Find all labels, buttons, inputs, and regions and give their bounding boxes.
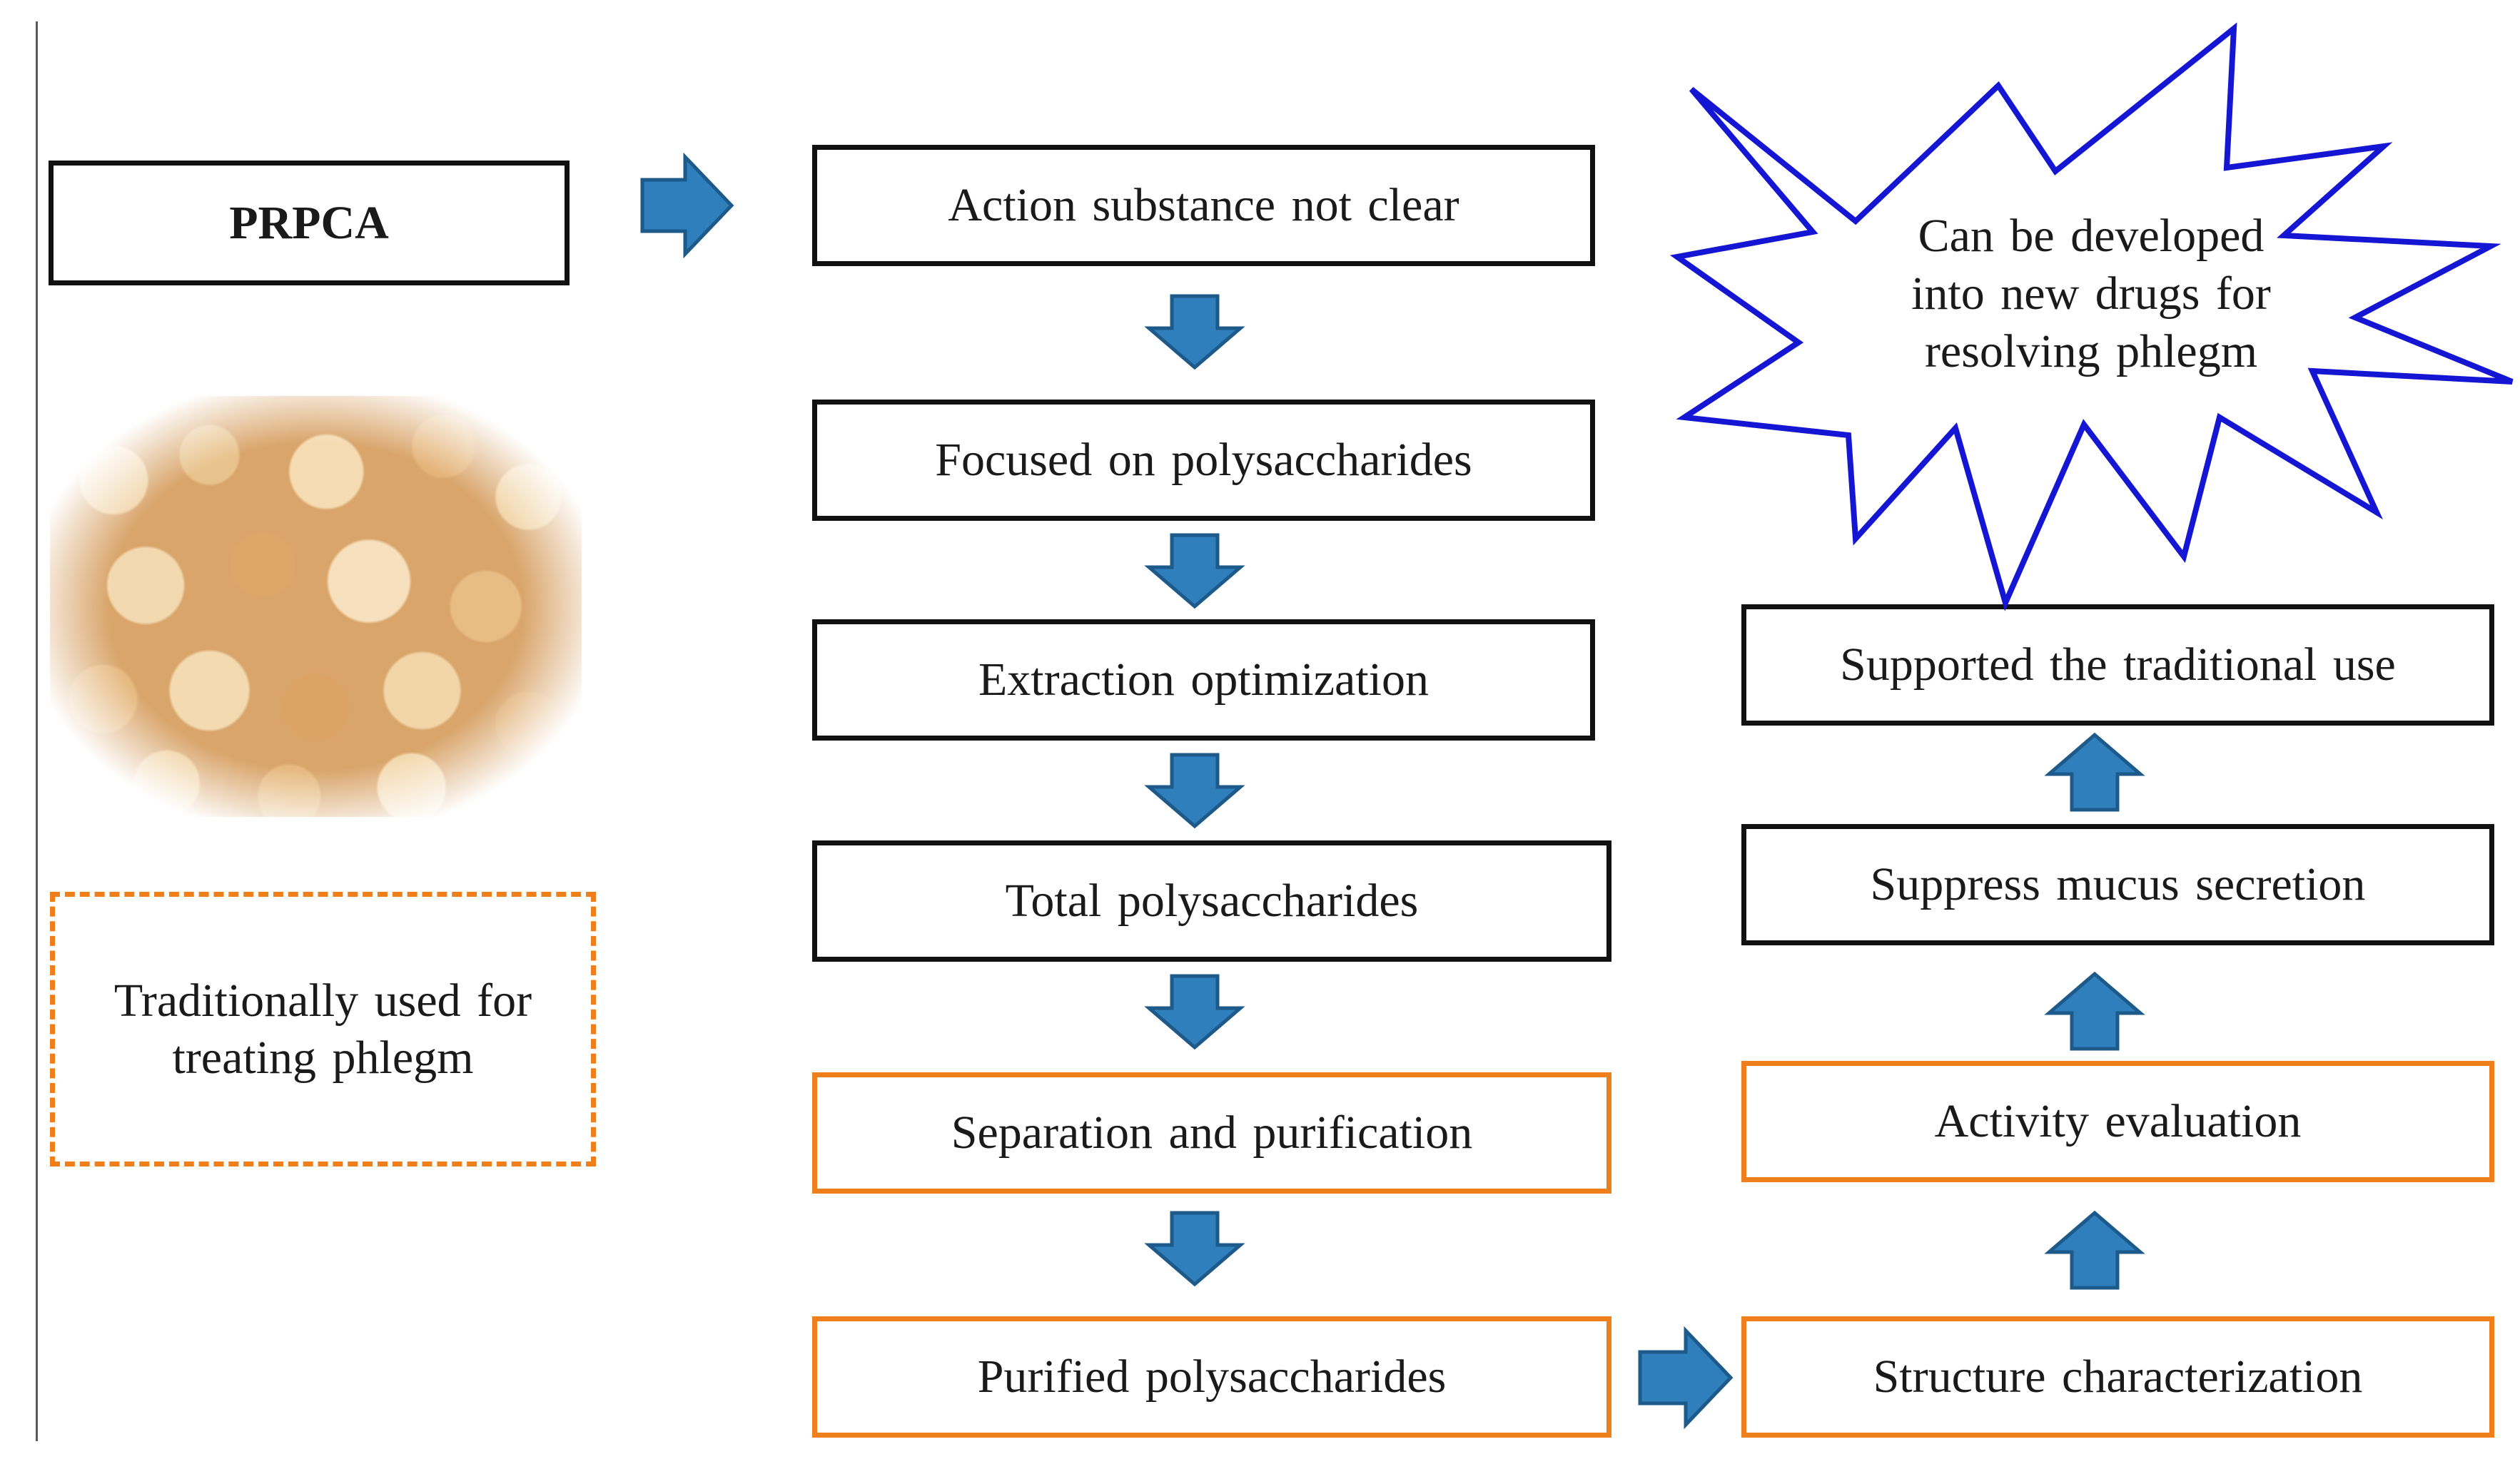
step-activity-evaluation: Activity evaluation — [1741, 1061, 2494, 1182]
step-total-polysaccharides-label: Total polysaccharides — [1005, 875, 1419, 927]
step-structure-characterization-label: Structure characterization — [1873, 1351, 2363, 1403]
step-extraction-optimization: Extraction optimization — [812, 619, 1595, 741]
step-focused-polysaccharides: Focused on polysaccharides — [812, 400, 1595, 521]
up-arrow-icon — [2044, 971, 2145, 1051]
step-total-polysaccharides: Total polysaccharides — [812, 840, 1611, 962]
up-arrow-icon — [2044, 732, 2145, 812]
down-arrow-icon — [1144, 533, 1245, 609]
down-arrow-icon — [1144, 753, 1245, 829]
step-activity-evaluation-label: Activity evaluation — [1934, 1095, 2302, 1148]
step-structure-characterization: Structure characterization — [1741, 1316, 2494, 1438]
step-action-substance: Action substance not clear — [812, 145, 1595, 266]
down-arrow-icon — [1144, 974, 1245, 1050]
traditional-use-note: Traditionally used for treating phlegm — [50, 892, 596, 1166]
starburst-line-3: resolving phlegm — [1924, 325, 2258, 378]
starburst-line-2: into new drugs for — [1911, 268, 2271, 320]
step-extraction-optimization-label: Extraction optimization — [978, 654, 1429, 706]
step-focused-polysaccharides-label: Focused on polysaccharides — [935, 434, 1472, 487]
step-separation-purification-label: Separation and purification — [951, 1107, 1473, 1159]
left-divider-line — [36, 21, 38, 1441]
right-arrow-icon — [1638, 1326, 1734, 1430]
step-separation-purification: Separation and purification — [812, 1072, 1611, 1194]
right-arrow-icon — [640, 152, 734, 259]
step-purified-polysaccharides-label: Purified polysaccharides — [977, 1351, 1447, 1403]
down-arrow-icon — [1144, 294, 1245, 370]
step-action-substance-label: Action substance not clear — [948, 179, 1459, 232]
traditional-use-text: Traditionally used for treating phlegm — [113, 975, 532, 1084]
step-supported-traditional-use-label: Supported the traditional use — [1840, 639, 2396, 691]
down-arrow-icon — [1144, 1211, 1245, 1287]
prpca-title: PRPCA — [229, 196, 389, 249]
step-suppress-mucus-label: Suppress mucus secretion — [1870, 858, 2366, 911]
up-arrow-icon — [2044, 1210, 2145, 1290]
prpca-title-box: PRPCA — [49, 161, 570, 285]
starburst-line-1: Can be developed — [1918, 210, 2265, 262]
starburst-shape — [1669, 22, 2514, 611]
herb-slices-photo — [50, 396, 582, 817]
step-purified-polysaccharides: Purified polysaccharides — [812, 1316, 1611, 1438]
step-suppress-mucus: Suppress mucus secretion — [1741, 824, 2494, 945]
step-supported-traditional-use: Supported the traditional use — [1741, 604, 2494, 726]
starburst-text: Can be developed into new drugs for reso… — [1841, 207, 2341, 381]
